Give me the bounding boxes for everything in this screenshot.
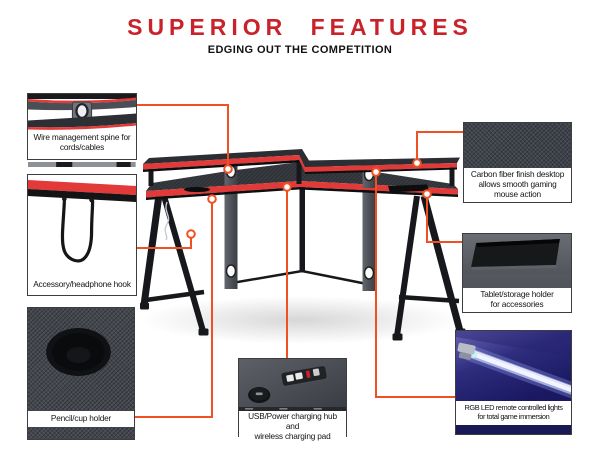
callout-tablet-holder: Tablet/storage holder for accessories bbox=[462, 233, 572, 313]
cup-holder-recess bbox=[184, 186, 210, 193]
wire-management-base bbox=[28, 154, 136, 167]
callout-usb-charging: USB/Power charging hub and wireless char… bbox=[238, 358, 347, 443]
floor-shadow bbox=[140, 296, 460, 344]
callout-pencil-cup: Pencil/cup holder bbox=[27, 307, 135, 440]
callout-carbon-fiber: Carbon fiber finish desktop allows smoot… bbox=[463, 122, 572, 203]
carbon-fiber-label: Carbon fiber finish desktop allows smoot… bbox=[464, 168, 571, 202]
accessory-hook-label: Accessory/headphone hook bbox=[28, 275, 136, 295]
desk-illustration bbox=[140, 149, 466, 344]
tablet-holder-label: Tablet/storage holder for accessories bbox=[463, 288, 571, 312]
callout-accessory-hook: Accessory/headphone hook bbox=[27, 174, 137, 296]
rgb-led-label: RGB LED remote controlled lights for tot… bbox=[456, 401, 571, 425]
wire-management-label: Wire management spine for cords/cables bbox=[28, 132, 136, 154]
page-subtitle: EDGING OUT THE COMPETITION bbox=[207, 44, 393, 56]
callout-rgb-led: RGB LED remote controlled lights for tot… bbox=[455, 330, 572, 435]
usb-charging-label: USB/Power charging hub and wireless char… bbox=[239, 411, 346, 443]
carbon-fiber-photo bbox=[464, 123, 571, 168]
accessory-hook-photo bbox=[28, 175, 136, 275]
wire-spines-lower bbox=[224, 186, 376, 291]
pencil-cup-label: Pencil/cup holder bbox=[28, 411, 134, 427]
callout-wire-management: Wire management spine for cords/cables bbox=[27, 93, 137, 167]
usb-charging-photo bbox=[239, 359, 346, 411]
pencil-cup-photo bbox=[28, 308, 134, 411]
page-title: SUPERIOR FEATURES bbox=[127, 14, 473, 40]
header: SUPERIOR FEATURES EDGING OUT THE COMPETI… bbox=[0, 14, 600, 56]
wire-management-photo bbox=[28, 94, 136, 132]
rgb-led-base bbox=[456, 425, 571, 434]
rgb-led-photo bbox=[456, 331, 571, 401]
pencil-cup-base bbox=[28, 427, 134, 439]
tablet-holder-photo bbox=[463, 234, 571, 288]
